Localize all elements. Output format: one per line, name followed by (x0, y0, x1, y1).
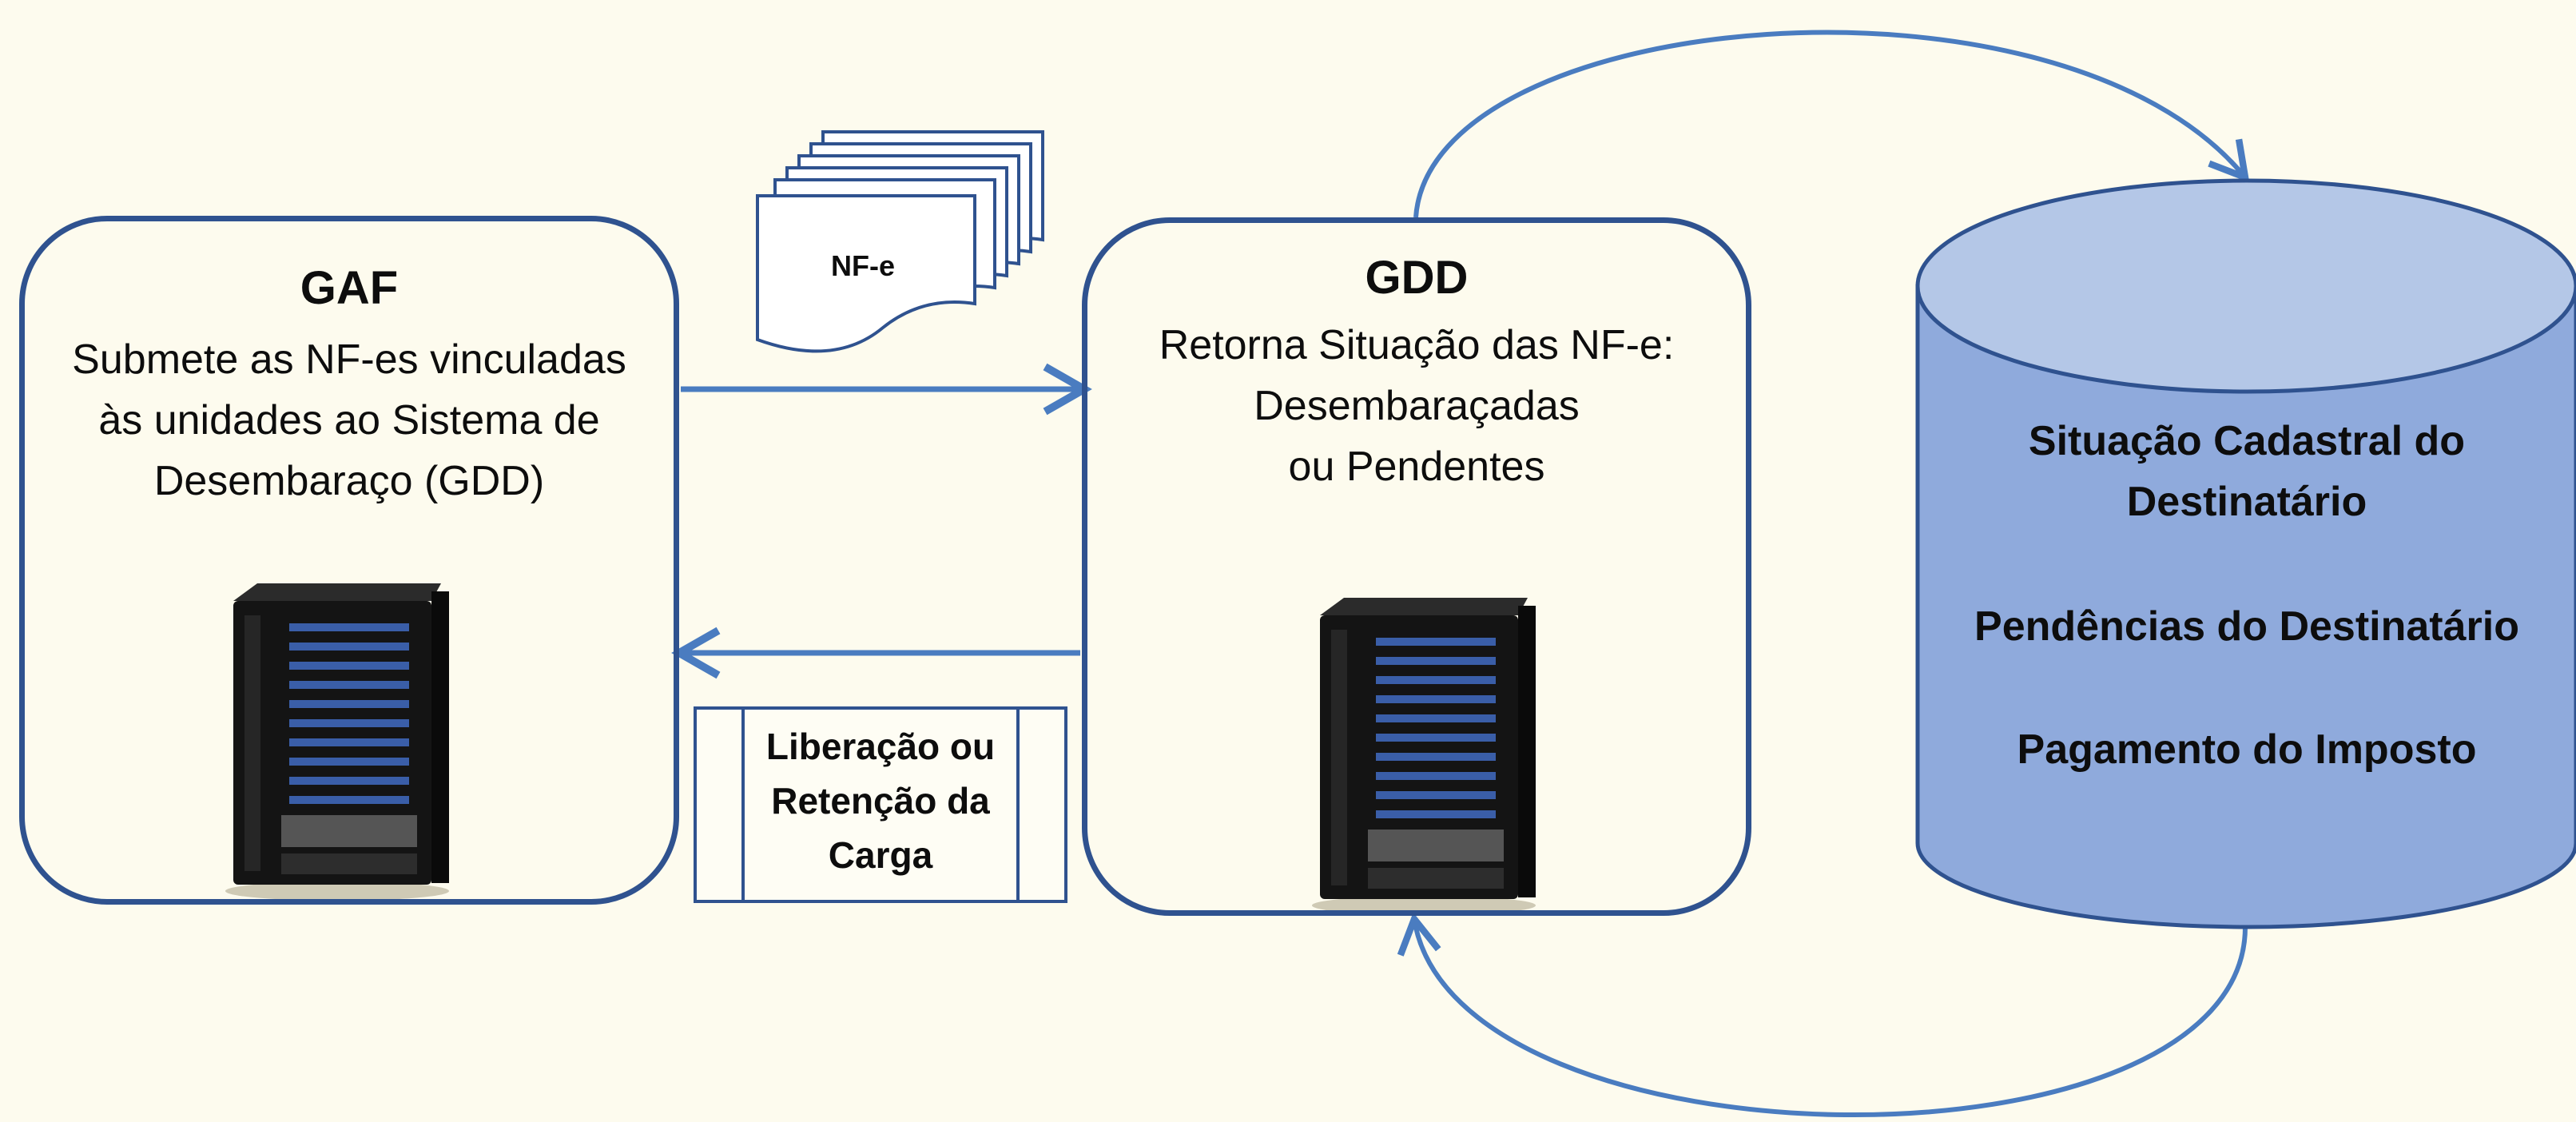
gdd-description: Retorna Situação das NF-e: Desembaraçada… (1159, 322, 1675, 490)
gdd-box: GDD Retorna Situação das NF-e: Desembara… (1082, 217, 1751, 916)
gaf-box: GAF Submete as NF-es vinculadas às unida… (19, 216, 679, 905)
db-item-registration-status: Situação Cadastral do Destinatário (2028, 418, 2466, 525)
gdd-title: GDD (1365, 252, 1469, 304)
db-item-pending-issues: Pendências do Destinatário (1974, 603, 2519, 650)
cargo-release-label: Liberação ou Retenção da Carga (765, 726, 996, 876)
gaf-description: Submete as NF-es vinculadas às unidades … (72, 336, 626, 504)
arrow-database-to-gdd (1397, 912, 2248, 1118)
database-cylinder-icon (1915, 178, 2576, 929)
cargo-release-process: Liberação ou Retenção da Carga (694, 706, 1067, 903)
document-stack-icon (756, 130, 1044, 353)
gaf-title: GAF (300, 262, 399, 314)
nfe-document-label: NF-e (831, 249, 895, 282)
server-rack-icon (1312, 598, 1536, 915)
server-rack-icon (225, 583, 449, 901)
arrow-gdd-to-database (1413, 30, 2250, 218)
db-item-tax-payment: Pagamento do Imposto (2017, 726, 2477, 773)
